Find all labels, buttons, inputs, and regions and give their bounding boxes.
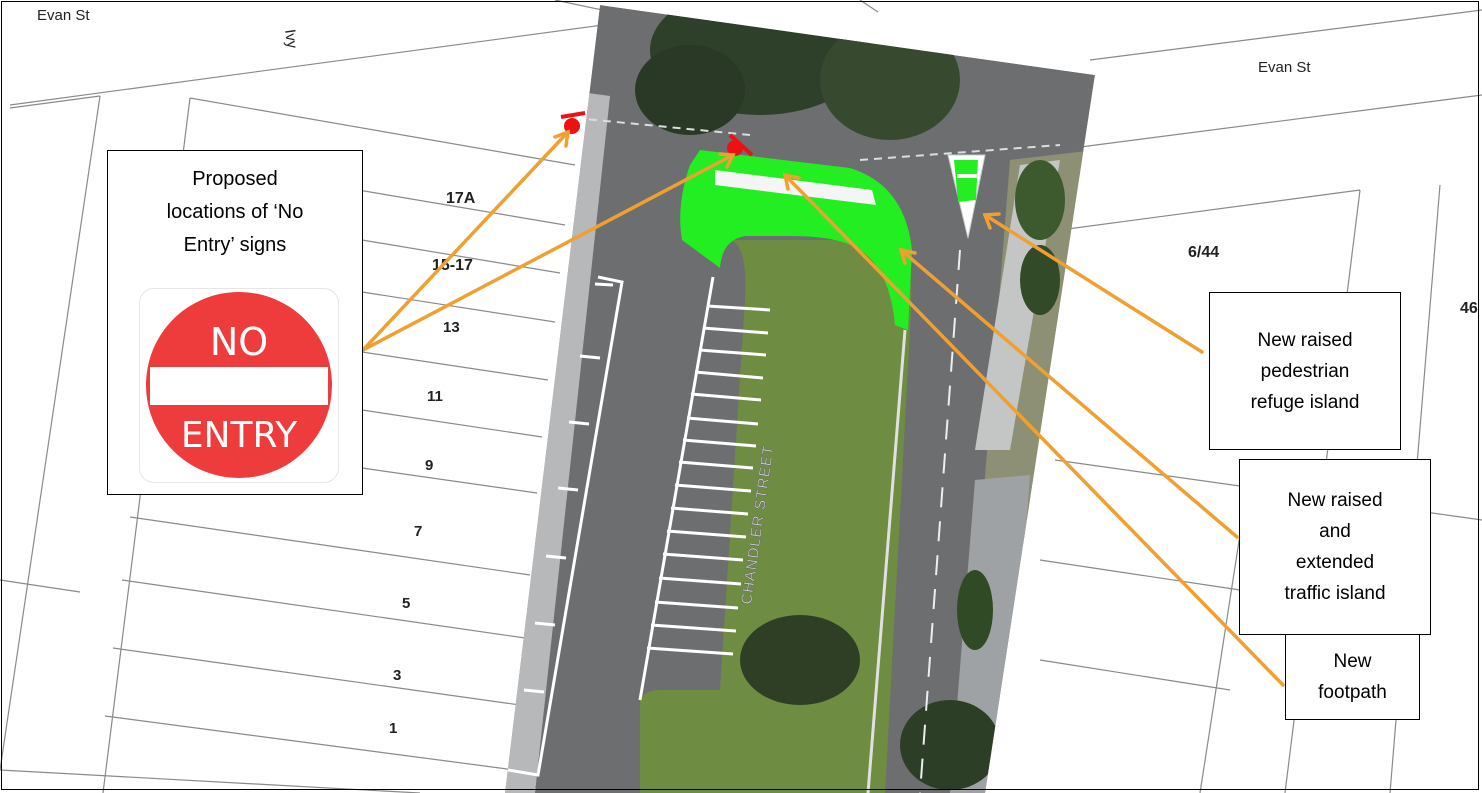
no-entry-sign-marker-east: [727, 133, 754, 157]
callout-line: Proposed: [192, 168, 278, 190]
callout-line: locations of ‘No: [166, 201, 304, 223]
lot-number-46: 46: [1460, 300, 1478, 317]
traffic-island-callout: New raised and extended traffic island: [1239, 459, 1431, 635]
no-entry-sign-icon: NO ENTRY: [146, 292, 332, 478]
callout-line: traffic island: [1284, 583, 1386, 604]
callout-line: and: [1319, 521, 1351, 542]
callout-line: extended: [1295, 552, 1375, 573]
footpath-callout: New footpath: [1285, 634, 1420, 720]
callout-line: refuge island: [1250, 391, 1360, 413]
parking-bays-west: [507, 275, 624, 777]
no-entry-callout-title: Proposed locations of ‘No Entry’ signs: [108, 163, 362, 262]
lot-number-15-17: 15-17: [432, 257, 473, 274]
sign-text-top: NO: [210, 320, 268, 364]
callout-line: footpath: [1318, 682, 1387, 703]
lot-number-3: 3: [393, 667, 401, 684]
lot-number-9: 9: [425, 457, 433, 474]
callout-line: Entry’ signs: [183, 234, 287, 256]
lot-number-17a: 17A: [446, 190, 476, 207]
callout-line: New raised: [1257, 329, 1353, 351]
sign-text-bottom: ENTRY: [181, 415, 298, 456]
pedestrian-refuge-island: [947, 154, 986, 239]
lot-number-6-44: 6/44: [1188, 244, 1219, 261]
lot-number-5: 5: [402, 595, 410, 612]
street-label-evan-st-west: Evan St: [37, 7, 90, 24]
refuge-island-callout: New raised pedestrian refuge island: [1209, 292, 1401, 450]
street-label-ivy: Ivy: [281, 28, 301, 50]
callout-line: New: [1333, 651, 1372, 672]
no-entry-sign-marker-west: [560, 111, 586, 134]
aerial-photo: [505, 5, 1095, 793]
leader-arrows: [361, 129, 1285, 687]
lot-number-13: 13: [443, 319, 460, 336]
lot-number-1: 1: [389, 720, 397, 737]
lot-number-7: 7: [414, 523, 422, 540]
lot-number-11: 11: [427, 388, 443, 405]
no-entry-sign-callout: Proposed locations of ‘No Entry’ signs N…: [107, 150, 363, 495]
no-entry-sign-image: NO ENTRY: [140, 289, 338, 482]
callout-line: New raised: [1287, 490, 1383, 511]
callout-line: pedestrian: [1260, 360, 1350, 382]
street-label-evan-st-east: Evan St: [1258, 59, 1311, 76]
parking-bays-central: [638, 276, 771, 701]
